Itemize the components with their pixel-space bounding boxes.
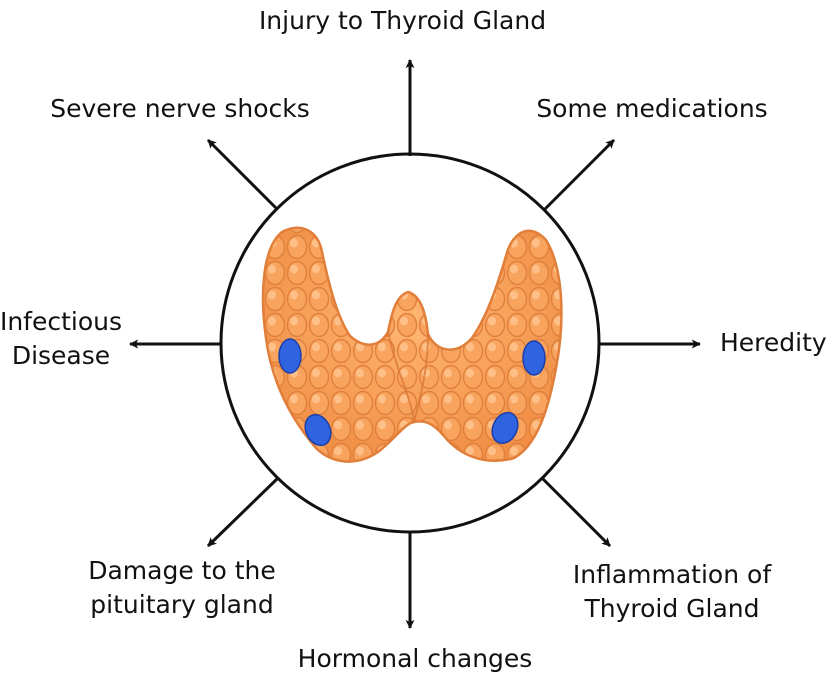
nodule [304,413,332,447]
label-heredity: Heredity [720,328,827,357]
arrow-up-right [542,138,616,212]
nodule [522,340,546,376]
label-damage-to-pituitary-gland: Damage to the pituitary gland [88,556,276,619]
arrow-up-left [206,138,278,210]
nodule [278,338,302,374]
label-injury-to-thyroid-gland: Injury to Thyroid Gland [258,6,547,35]
label-infectious-disease: Infectious Disease [0,307,123,370]
arrow-down-right [540,476,612,548]
label-hormonal-changes: Hormonal changes [297,644,533,673]
nodule [491,411,519,445]
label-severe-nerve-shocks: Severe nerve shocks [50,94,310,123]
arrow-down-left [206,476,280,548]
label-inflammation-of-thyroid-gland: Inflammation of Thyroid Gland [572,560,772,623]
label-some-medications: Some medications [536,94,768,123]
